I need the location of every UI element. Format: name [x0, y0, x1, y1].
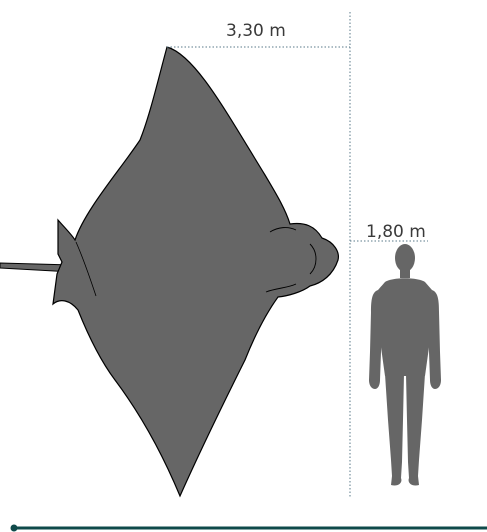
human-silhouette-icon: [369, 244, 441, 486]
person-left-arm: [369, 290, 382, 389]
person-right-arm: [428, 290, 441, 389]
manta-ray-icon: [0, 47, 338, 496]
ray-span-label: 3,30 m: [226, 21, 286, 41]
human-height-label: 1,80 m: [366, 222, 426, 242]
person-left-leg: [385, 374, 404, 486]
person-torso: [378, 278, 432, 376]
bottom-bar: [11, 525, 487, 532]
person-head: [395, 244, 415, 272]
person-neck: [400, 268, 410, 278]
person-right-leg: [406, 374, 425, 486]
ray-body: [53, 47, 338, 496]
bottom-bar-dot: [11, 525, 18, 532]
